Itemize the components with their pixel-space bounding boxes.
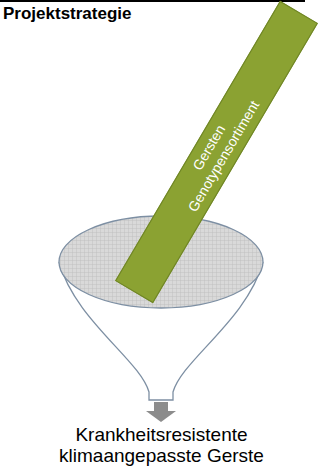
- top-rule: [0, 0, 305, 2]
- bar-text: Gersten Genotypensortiment: [163, 78, 269, 225]
- result-label-box: Krankheitsresistente klimaangepasste Ger…: [0, 424, 323, 467]
- result-label: Krankheitsresistente klimaangepasste Ger…: [37, 424, 287, 467]
- arrow-head: [146, 411, 176, 422]
- diagram-title: Projektstrategie: [3, 4, 132, 24]
- arrow-shaft: [154, 402, 168, 411]
